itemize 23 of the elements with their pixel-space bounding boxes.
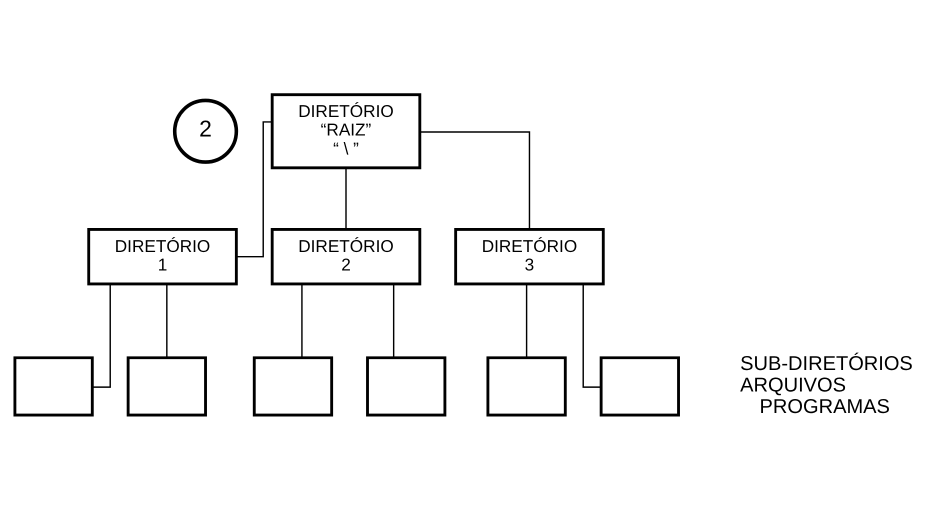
connector: [526, 284, 528, 358]
connector: [345, 168, 347, 229]
connector: [92, 284, 111, 388]
connector: [420, 130, 530, 229]
label: SUB-DIRETÓRIOS: [740, 352, 913, 375]
node-box: DIRETÓRIO 1: [87, 228, 238, 285]
node-box: [486, 356, 567, 416]
connector: [582, 284, 602, 388]
node-box: DIRETÓRIO 2: [270, 228, 422, 285]
connector: [236, 120, 272, 257]
node-box: [600, 356, 680, 416]
node-box: [366, 356, 446, 416]
node-circle: 2: [172, 98, 238, 164]
label: ARQUIVOS: [740, 374, 846, 396]
node-box: [13, 356, 94, 416]
node-box: DIRETÓRIO 3: [454, 228, 605, 285]
node-box: DIRETÓRIO “RAIZ” “ \ ”: [270, 92, 422, 169]
connector: [392, 284, 394, 358]
connector: [301, 284, 303, 358]
node-box: [126, 356, 207, 416]
connector: [166, 284, 168, 358]
node-box: [252, 356, 334, 416]
label: PROGRAMAS: [760, 396, 890, 418]
